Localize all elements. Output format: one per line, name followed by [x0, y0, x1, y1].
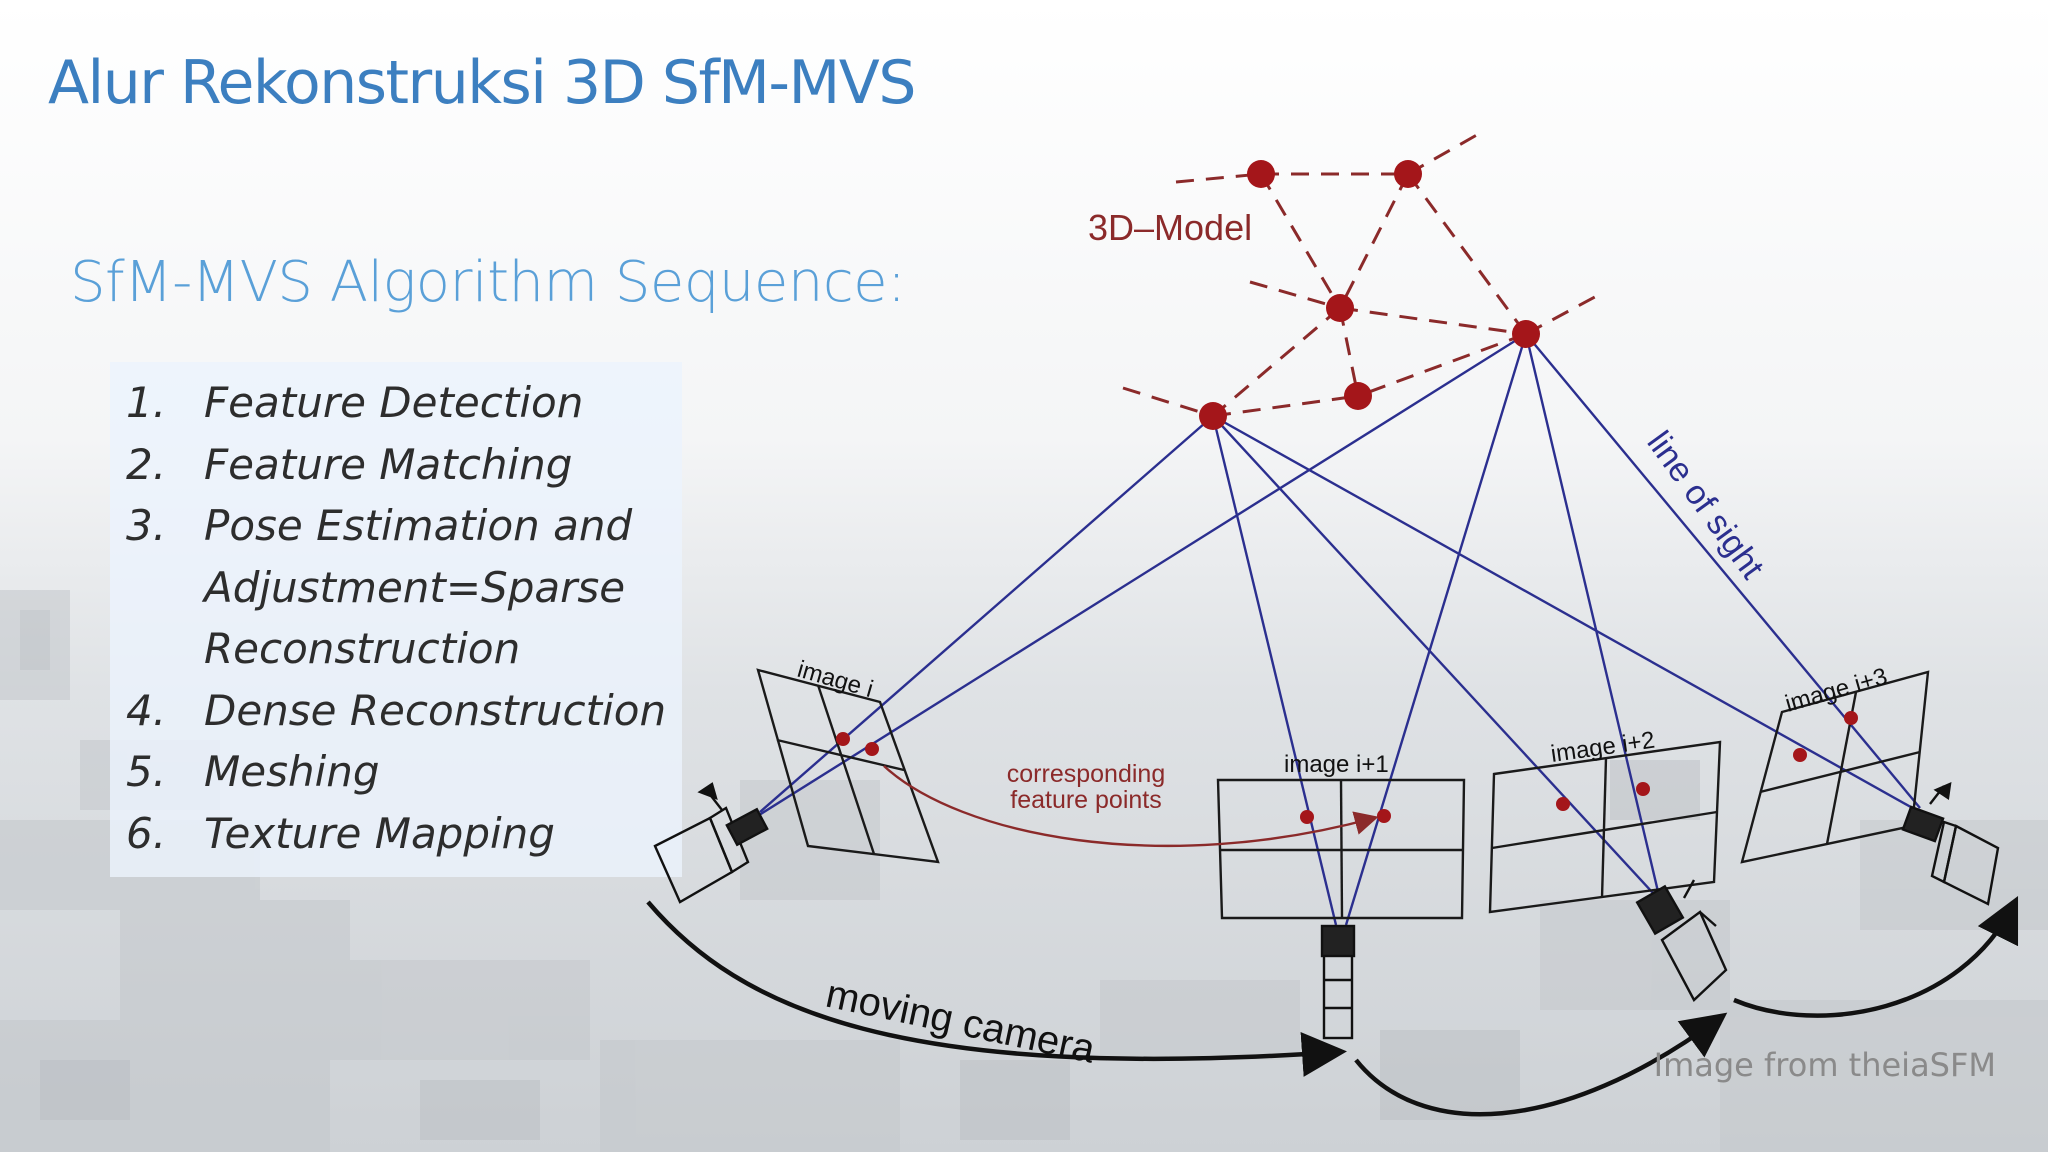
model-label: 3D–Model: [1088, 207, 1252, 248]
section-subtitle: SfM-MVS Algorithm Sequence:: [70, 250, 906, 315]
step-number: 6.: [126, 808, 167, 858]
list-item: 4. Dense Reconstruction: [126, 680, 686, 742]
corresponding-label-line1: corresponding: [1007, 760, 1165, 788]
step-text: Texture Mapping: [204, 808, 555, 858]
list-item: 3. Pose Estimation and Adjustment=Sparse…: [126, 495, 686, 680]
line-of-sight-label: line of sight: [1640, 424, 1772, 586]
list-item: 1. Feature Detection: [126, 372, 686, 434]
moving-camera-arrows: [646, 895, 2019, 1117]
step-number: 1.: [126, 378, 167, 427]
slide-title: Alur Rekonstruksi 3D SfM-MVS: [48, 48, 916, 118]
camera-icon: [1320, 924, 1356, 1040]
step-text: Feature Detection: [204, 378, 584, 427]
list-item: 5. Meshing: [126, 741, 686, 803]
step-number: 5.: [126, 747, 167, 796]
image-label-i2: image i+2: [1549, 727, 1656, 768]
step-text: Meshing: [204, 747, 380, 796]
step-text-line: Pose Estimation and: [204, 501, 633, 550]
list-item: 2. Feature Matching: [126, 434, 686, 496]
list-item: 6. Texture Mapping: [126, 803, 686, 865]
image-plane-i: [756, 668, 940, 864]
step-text-line: Adjustment=Sparse: [204, 562, 626, 612]
image-credit: Image from theiaSFM: [1653, 1046, 1996, 1084]
moving-camera-label: moving camera: [822, 972, 1099, 1072]
camera-icon: [1635, 879, 1728, 1002]
step-number: 4.: [126, 685, 167, 735]
model-edges: [1122, 130, 1605, 418]
image-plane-i1: [1216, 778, 1466, 920]
image-label-i: image i: [794, 656, 876, 703]
image-label-i1: image i+1: [1284, 751, 1389, 778]
corresponding-label-line2: feature points: [1010, 786, 1162, 814]
model-points: [1199, 160, 1540, 430]
image-label-i3: image i+3: [1782, 663, 1890, 718]
step-text: Feature Matching: [204, 439, 573, 489]
step-text: Dense Reconstruction: [204, 685, 667, 735]
step-number: 2.: [126, 439, 167, 489]
feature-points: [836, 711, 1858, 824]
correspondence-arrow: [883, 765, 1379, 848]
image-plane-i2: [1488, 740, 1722, 914]
step-number: 3.: [126, 501, 167, 550]
camera-icon: [1901, 782, 2000, 906]
algorithm-steps-list: 1. Feature Detection 2. Feature Matching…: [126, 372, 686, 864]
image-planes: [756, 668, 1930, 920]
step-text-line: Reconstruction: [204, 624, 521, 673]
step-text: Pose Estimation and Adjustment=Sparse Re…: [204, 495, 686, 680]
camera-icon: [653, 782, 769, 904]
steps-panel: [110, 362, 682, 877]
